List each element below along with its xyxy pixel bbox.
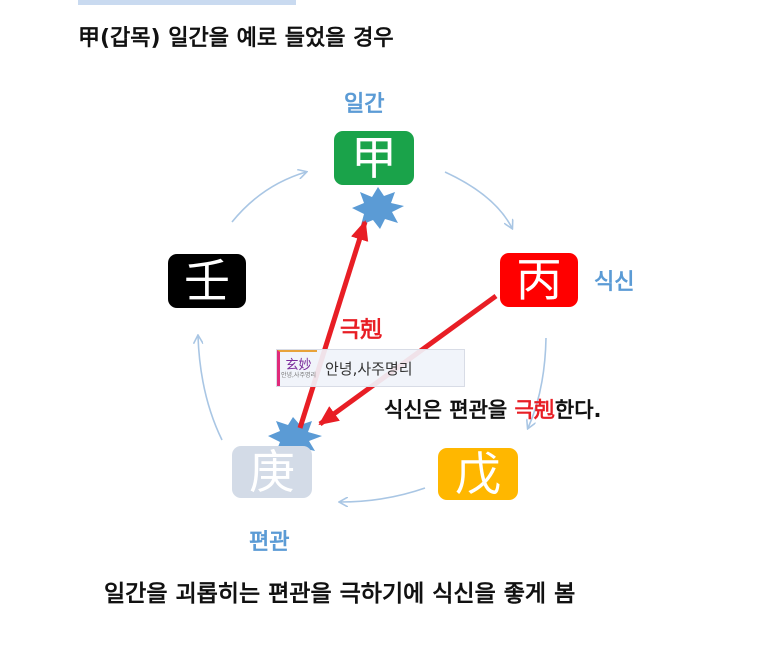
stem-box-gyeong: 庚 (232, 446, 312, 498)
stem-box-mu: 戊 (438, 448, 518, 500)
stem-box-gap: 甲 (334, 131, 414, 185)
cycle-arrow-byeong-to-mu (528, 337, 547, 428)
statement-highlight: 극剋 (514, 398, 555, 422)
cycle-arrow-mu-to-gyeong (340, 487, 426, 502)
statement-after: 한다. (554, 398, 602, 422)
top-accent-bar (78, 0, 296, 5)
caption-text: 일간을 괴롭히는 편관을 극하기에 식신을 좋게 봄 (104, 581, 576, 607)
cycle-arrow-gyeong-to-im (198, 336, 223, 441)
cycle-arrow-gap-to-byeong (444, 171, 512, 228)
control-arrow-gyeong-to-gap (297, 220, 369, 429)
stem-box-byeong: 丙 (500, 253, 578, 307)
watermark-text: 안녕,사주명리 (325, 359, 413, 378)
clash-burst-gap (352, 187, 404, 229)
statement-before: 식신은 편관을 (384, 398, 515, 422)
clash-label: 극剋 (340, 318, 383, 343)
role-label-siksin: 식신 (594, 270, 635, 295)
cycle-arrow-im-to-gap (231, 172, 306, 223)
watermark-logo-subtext: 안녕,사주명리 (280, 371, 317, 379)
role-label-pyeongwan: 편관 (249, 530, 290, 555)
role-label-ilgan: 일간 (344, 92, 385, 117)
statement-text: 식신은 편관을 극剋한다. (384, 394, 602, 424)
stem-box-im: 壬 (168, 254, 246, 308)
watermark-logo: 玄妙 안녕,사주명리 (277, 350, 317, 386)
watermark-badge: 玄妙 안녕,사주명리 안녕,사주명리 (276, 349, 465, 387)
watermark-logo-text: 玄妙 (285, 357, 312, 373)
page-title: 甲(갑목) 일간을 예로 들었을 경우 (78, 26, 394, 51)
